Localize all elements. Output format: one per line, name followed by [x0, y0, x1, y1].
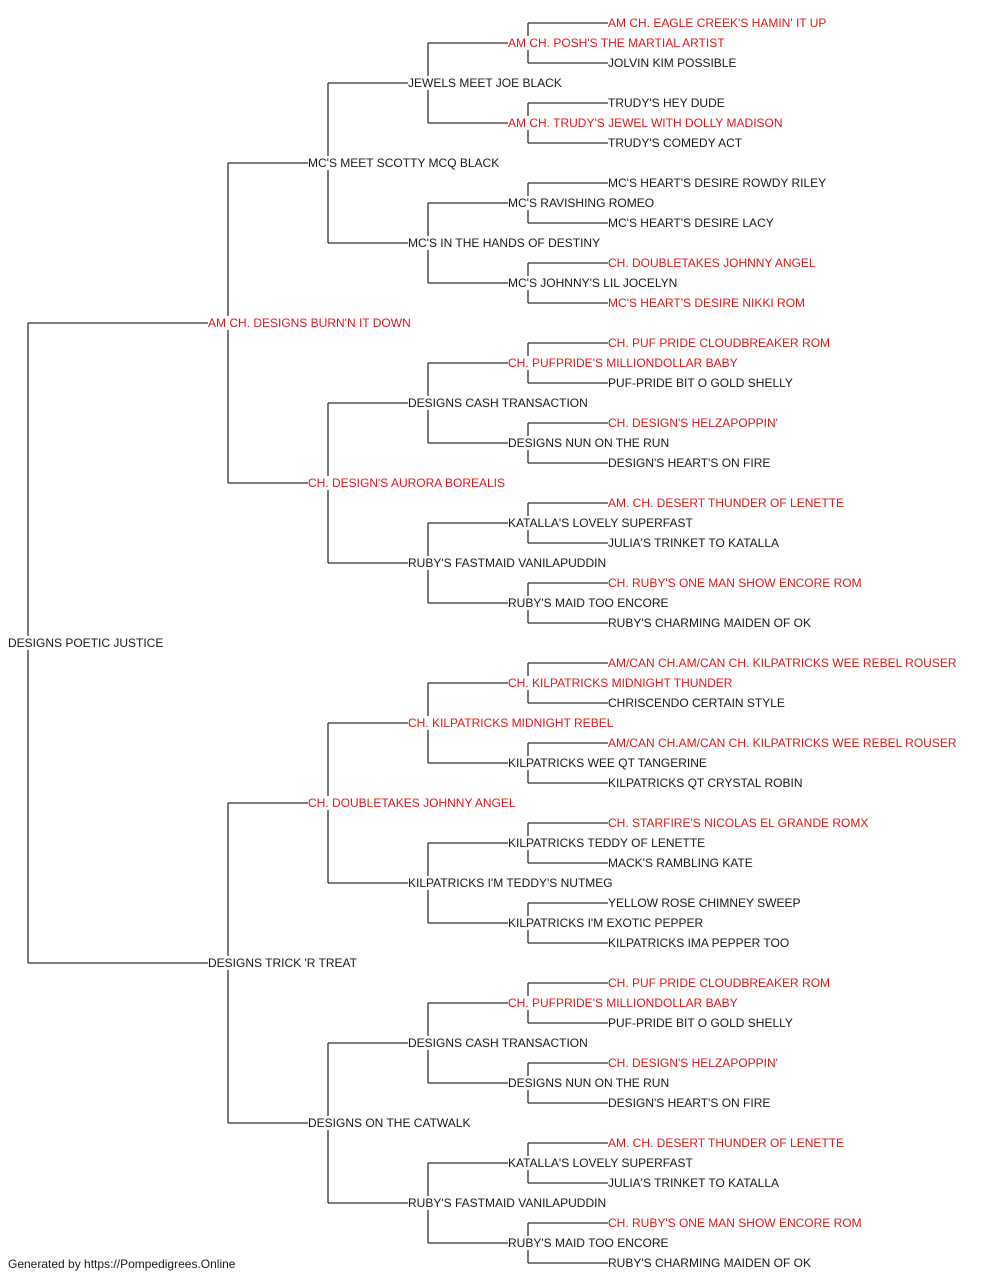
dog-name: DESIGNS TRICK 'R TREAT	[208, 956, 359, 970]
dog-name: KILPATRICKS I'M EXOTIC PEPPER	[508, 916, 706, 930]
dog-name: MACK'S RAMBLING KATE	[608, 856, 755, 870]
champion-dog-name: CH. STARFIRE'S NICOLAS EL GRANDE ROMX	[608, 816, 871, 830]
dog-name: RUBY'S CHARMING MAIDEN OF OK	[608, 616, 813, 630]
champion-dog-name: CH. KILPATRICKS MIDNIGHT REBEL	[408, 716, 616, 730]
dog-name: TRUDY'S HEY DUDE	[608, 96, 727, 110]
dog-name: DESIGNS CASH TRANSACTION	[408, 396, 590, 410]
dog-name: DESIGNS CASH TRANSACTION	[408, 1036, 590, 1050]
dog-name: KILPATRICKS IMA PEPPER TOO	[608, 936, 792, 950]
champion-dog-name: AM CH. TRUDY'S JEWEL WITH DOLLY MADISON	[508, 116, 785, 130]
dog-name: RUBY'S FASTMAID VANILAPUDDIN	[408, 556, 609, 570]
champion-dog-name: AM CH. EAGLE CREEK'S HAMIN' IT UP	[608, 16, 829, 30]
dog-name: MC'S HEART'S DESIRE LACY	[608, 216, 776, 230]
champion-dog-name: CH. KILPATRICKS MIDNIGHT THUNDER	[508, 676, 735, 690]
dog-name: KILPATRICKS WEE QT TANGERINE	[508, 756, 709, 770]
champion-dog-name: CH. PUFPRIDE'S MILLIONDOLLAR BABY	[508, 356, 740, 370]
champion-dog-name: MC'S HEART'S DESIRE NIKKI ROM	[608, 296, 808, 310]
dog-name: MC'S MEET SCOTTY MCQ BLACK	[308, 156, 502, 170]
champion-dog-name: AM. CH. DESERT THUNDER OF LENETTE	[608, 496, 847, 510]
dog-name: MC'S HEART'S DESIRE ROWDY RILEY	[608, 176, 829, 190]
dog-name: JULIA'S TRINKET TO KATALLA	[608, 1176, 782, 1190]
dog-name: CHRISCENDO CERTAIN STYLE	[608, 696, 787, 710]
dog-name: DESIGN'S HEART'S ON FIRE	[608, 456, 773, 470]
dog-name: DESIGNS NUN ON THE RUN	[508, 436, 672, 450]
dog-name: KATALLA'S LOVELY SUPERFAST	[508, 516, 695, 530]
champion-dog-name: CH. PUF PRIDE CLOUDBREAKER ROM	[608, 336, 833, 350]
champion-dog-name: AM/CAN CH.AM/CAN CH. KILPATRICKS WEE REB…	[608, 656, 959, 670]
champion-dog-name: CH. DESIGN'S HELZAPOPPIN'	[608, 1056, 780, 1070]
dog-name: YELLOW ROSE CHIMNEY SWEEP	[608, 896, 803, 910]
dog-name: KILPATRICKS I'M TEDDY'S NUTMEG	[408, 876, 615, 890]
champion-dog-name: CH. RUBY'S ONE MAN SHOW ENCORE ROM	[608, 576, 864, 590]
dog-name: RUBY'S CHARMING MAIDEN OF OK	[608, 1256, 813, 1270]
champion-dog-name: AM/CAN CH.AM/CAN CH. KILPATRICKS WEE REB…	[608, 736, 959, 750]
dog-name: RUBY'S MAID TOO ENCORE	[508, 1236, 671, 1250]
dog-name: JULIA'S TRINKET TO KATALLA	[608, 536, 782, 550]
dog-name: JOLVIN KIM POSSIBLE	[608, 56, 739, 70]
dog-name: MC'S RAVISHING ROMEO	[508, 196, 657, 210]
dog-name: DESIGNS NUN ON THE RUN	[508, 1076, 672, 1090]
dog-name: JEWELS MEET JOE BLACK	[408, 76, 564, 90]
champion-dog-name: CH. PUF PRIDE CLOUDBREAKER ROM	[608, 976, 833, 990]
dog-name: RUBY'S FASTMAID VANILAPUDDIN	[408, 1196, 609, 1210]
champion-dog-name: CH. PUFPRIDE'S MILLIONDOLLAR BABY	[508, 996, 740, 1010]
champion-dog-name: AM CH. DESIGNS BURN'N IT DOWN	[208, 316, 413, 330]
champion-dog-name: CH. DESIGN'S AURORA BOREALIS	[308, 476, 508, 490]
dog-name: DESIGNS ON THE CATWALK	[308, 1116, 473, 1130]
dog-name: PUF-PRIDE BIT O GOLD SHELLY	[608, 1016, 795, 1030]
dog-name: PUF-PRIDE BIT O GOLD SHELLY	[608, 376, 795, 390]
dog-name: MC'S JOHNNY'S LIL JOCELYN	[508, 276, 680, 290]
champion-dog-name: CH. DESIGN'S HELZAPOPPIN'	[608, 416, 780, 430]
dog-name: DESIGN'S HEART'S ON FIRE	[608, 1096, 773, 1110]
champion-dog-name: CH. RUBY'S ONE MAN SHOW ENCORE ROM	[608, 1216, 864, 1230]
dog-name: DESIGNS POETIC JUSTICE	[8, 636, 166, 650]
champion-dog-name: AM CH. POSH'S THE MARTIAL ARTIST	[508, 36, 727, 50]
dog-name: MC'S IN THE HANDS OF DESTINY	[408, 236, 603, 250]
champion-dog-name: CH. DOUBLETAKES JOHNNY ANGEL	[608, 256, 818, 270]
dog-name: KILPATRICKS QT CRYSTAL ROBIN	[608, 776, 805, 790]
dog-name: TRUDY'S COMEDY ACT	[608, 136, 745, 150]
dog-name: RUBY'S MAID TOO ENCORE	[508, 596, 671, 610]
generated-by-footer: Generated by https://Pompedigrees.Online	[8, 1257, 236, 1271]
champion-dog-name: AM. CH. DESERT THUNDER OF LENETTE	[608, 1136, 847, 1150]
dog-name: KILPATRICKS TEDDY OF LENETTE	[508, 836, 708, 850]
dog-name: KATALLA'S LOVELY SUPERFAST	[508, 1156, 695, 1170]
champion-dog-name: CH. DOUBLETAKES JOHNNY ANGEL	[308, 796, 518, 810]
